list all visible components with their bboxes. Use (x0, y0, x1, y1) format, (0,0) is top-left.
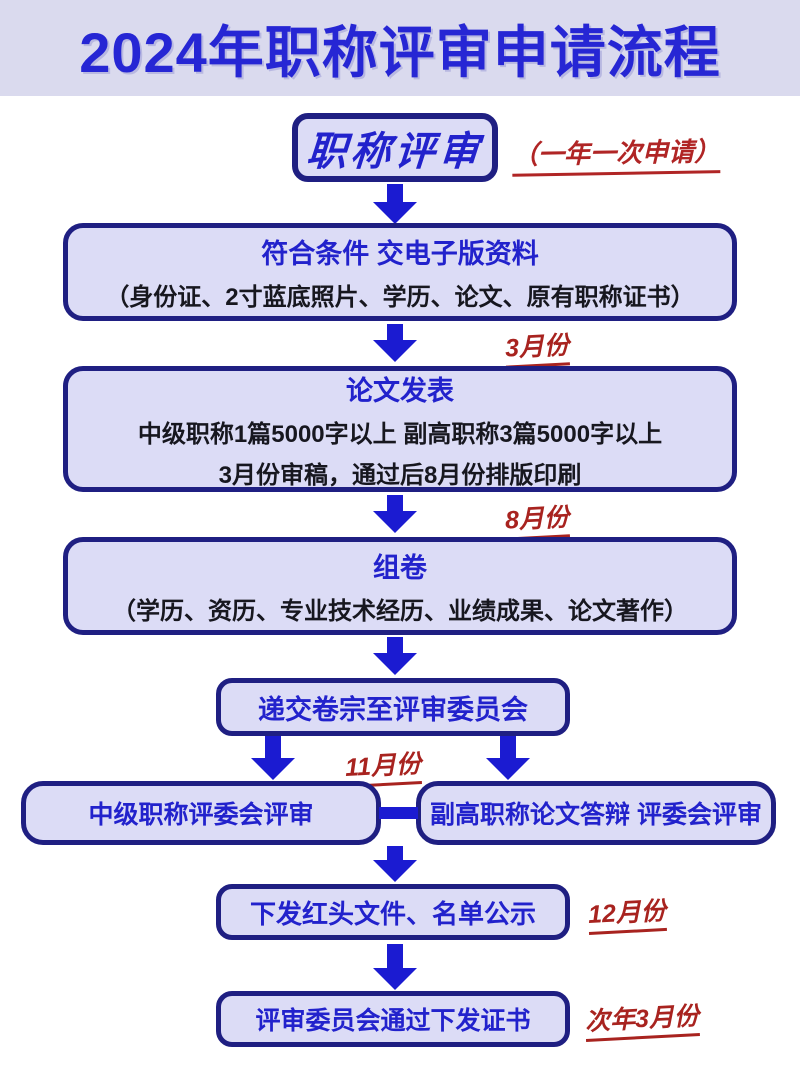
node-submit: 递交卷宗至评审委员会 (216, 678, 570, 736)
node-branch-intermediate-heading: 中级职称评委会评审 (88, 801, 314, 829)
branch-arrow-left (251, 736, 295, 780)
node-dossier-detail: （学历、资历、专业技术经历、业绩成果、论文著作） (112, 598, 688, 625)
branch-connector-bar (379, 807, 418, 819)
down-arrow-5 (373, 846, 417, 882)
node-certificate-heading: 评审委员会通过下发证书 (255, 1007, 531, 1035)
node-start-label: 职称评审 (305, 129, 485, 174)
annotation-march: 3月份 (503, 325, 570, 369)
down-arrow-4 (373, 637, 417, 675)
node-branch-intermediate: 中级职称评委会评审 (21, 781, 381, 845)
page-title: 2024年职称评审申请流程 (79, 20, 721, 84)
node-start: 职称评审 (292, 113, 498, 182)
node-materials: 符合条件 交电子版资料 （身份证、2寸蓝底照片、学历、论文、原有职称证书） (63, 223, 737, 321)
annotation-december: 12月份 (587, 890, 667, 936)
node-materials-detail: （身份证、2寸蓝底照片、学历、论文、原有职称证书） (105, 284, 695, 311)
node-publish: 下发红头文件、名单公示 (216, 884, 570, 940)
node-paper-heading: 论文发表 (346, 375, 454, 406)
title-band: 2024年职称评审申请流程 (0, 0, 800, 96)
node-submit-heading: 递交卷宗至评审委员会 (258, 694, 528, 725)
node-branch-senior-heading: 副高职称论文答辩 评委会评审 (430, 801, 762, 829)
annotation-once-a-year: （一年一次申请） (511, 131, 721, 177)
node-dossier: 组卷 （学历、资历、专业技术经历、业绩成果、论文著作） (63, 537, 737, 635)
node-publish-heading: 下发红头文件、名单公示 (249, 898, 536, 929)
annotation-next-march: 次年3月份 (584, 996, 700, 1042)
branch-arrow-right (486, 736, 530, 780)
node-materials-heading: 符合条件 交电子版资料 (261, 239, 539, 269)
down-arrow-2 (373, 324, 417, 362)
down-arrow-1 (373, 184, 417, 224)
node-paper-line1: 中级职称1篇5000字以上 副高职称3篇5000字以上 (137, 420, 663, 448)
node-paper: 论文发表 中级职称1篇5000字以上 副高职称3篇5000字以上 3月份审稿，通… (63, 366, 737, 492)
annotation-august: 8月份 (503, 497, 570, 541)
down-arrow-3 (373, 495, 417, 533)
node-paper-line2: 3月份审稿，通过后8月份排版印刷 (218, 461, 582, 489)
node-certificate: 评审委员会通过下发证书 (216, 991, 570, 1047)
node-dossier-heading: 组卷 (373, 553, 427, 583)
node-branch-senior: 副高职称论文答辩 评委会评审 (416, 781, 776, 845)
down-arrow-6 (373, 944, 417, 990)
